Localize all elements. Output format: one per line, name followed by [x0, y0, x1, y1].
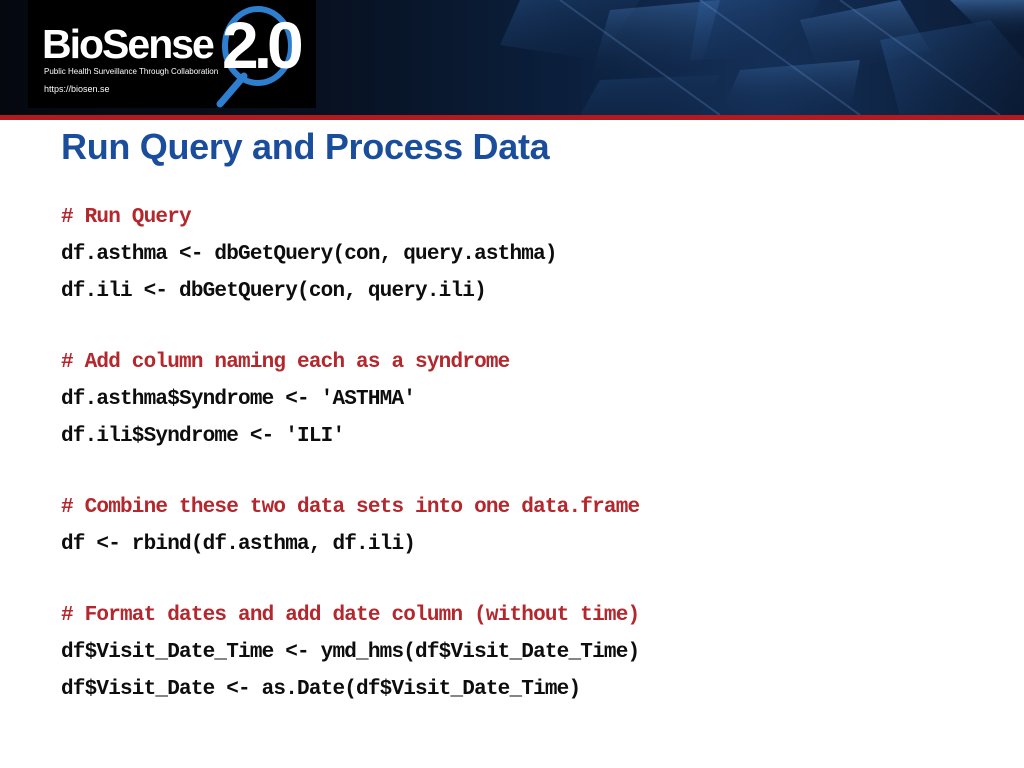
code-statement-line: df$Visit_Date <- as.Date(df$Visit_Date_T… [61, 678, 581, 701]
code-blank-line [61, 563, 639, 597]
code-block: # Run Query df.asthma <- dbGetQuery(con, … [61, 199, 640, 708]
code-statement-line: df.asthma <- dbGetQuery(con, query.asthm… [61, 243, 557, 266]
header-banner: BioSense Public Health Surveillance Thro… [0, 0, 1024, 115]
magnifier-ring-icon [222, 6, 294, 86]
logo-version-number: 2.0 [222, 8, 304, 82]
code-comment-line: # Add column naming each as a syndrome [61, 351, 510, 374]
code-blank-line [61, 455, 639, 489]
logo-url: https://biosen.se [44, 84, 110, 94]
logo-brand-name: BioSense [42, 21, 215, 67]
code-statement-line: df$Visit_Date_Time <- ymd_hms(df$Visit_D… [61, 641, 640, 664]
code-statement-line: df.ili$Syndrome <- 'ILI' [61, 425, 345, 448]
code-statement-line: df.ili <- dbGetQuery(con, query.ili) [61, 280, 487, 303]
slide-title: Run Query and Process Data [61, 126, 550, 167]
code-comment-line: # Combine these two data sets into one d… [61, 496, 640, 519]
code-comment-line: # Format dates and add date column (with… [61, 604, 640, 627]
header-divider [0, 115, 1024, 120]
magnifier-handle-icon [216, 72, 248, 108]
banner-background-graphic [500, 0, 1024, 115]
biosense-logo: BioSense Public Health Surveillance Thro… [28, 0, 316, 108]
logo-tagline: Public Health Surveillance Through Colla… [44, 67, 219, 76]
code-blank-line [61, 310, 639, 344]
code-statement-line: df <- rbind(df.asthma, df.ili) [61, 533, 416, 556]
code-statement-line: df.asthma$Syndrome <- 'ASTHMA' [61, 388, 416, 411]
code-comment-line: # Run Query [61, 206, 192, 229]
